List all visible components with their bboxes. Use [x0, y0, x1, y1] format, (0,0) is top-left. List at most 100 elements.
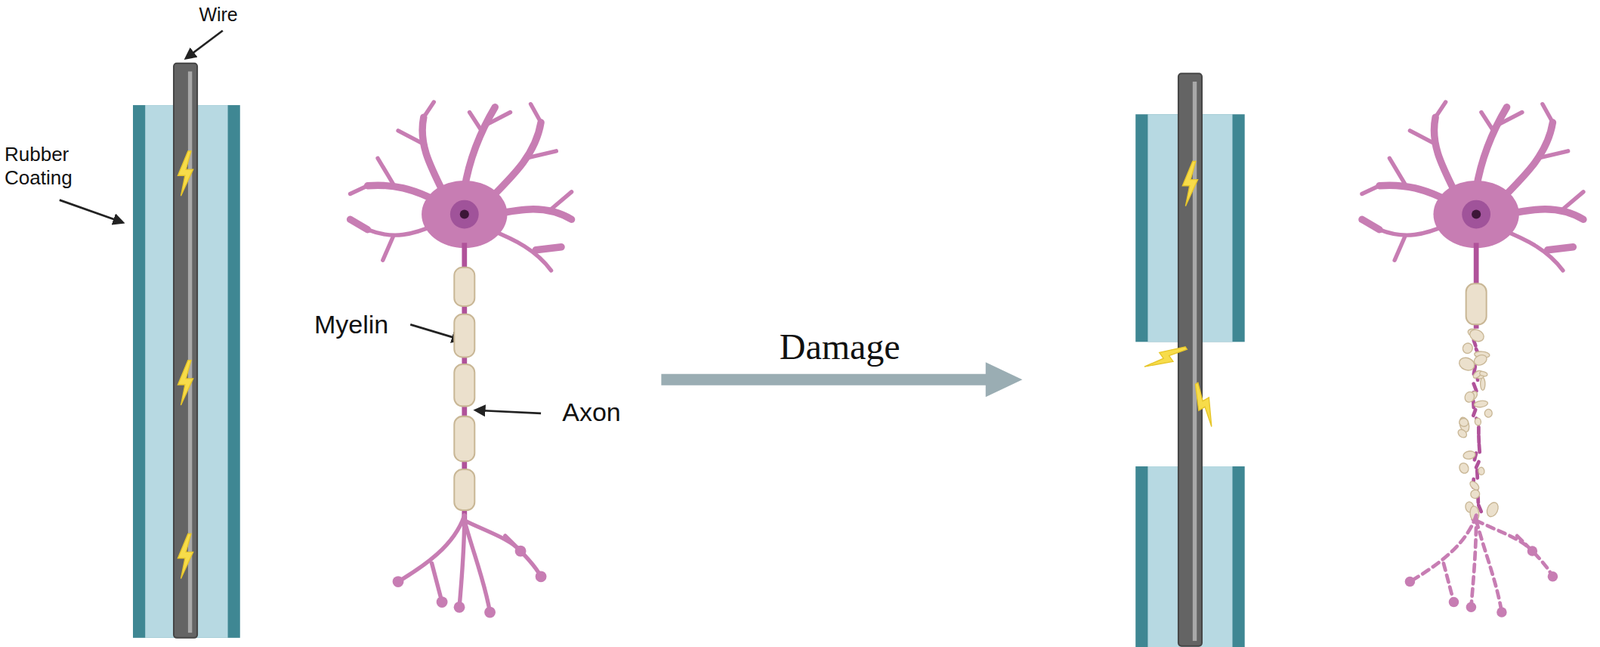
dendrite	[1547, 247, 1574, 251]
neurons	[350, 101, 1584, 618]
dendrite	[422, 117, 445, 194]
myelin-debris	[1461, 341, 1475, 356]
dendrite	[487, 112, 511, 125]
dendrite	[535, 247, 562, 251]
leader-line	[185, 30, 223, 59]
dendrite	[1476, 107, 1508, 189]
dendrite	[1362, 185, 1380, 195]
dendrite	[1362, 219, 1380, 230]
myelin-debris	[1457, 355, 1477, 372]
axon-fragment	[1476, 461, 1479, 468]
axon-fragment	[1477, 444, 1482, 452]
dendrite	[490, 122, 542, 199]
terminal-fragment	[1476, 520, 1533, 552]
myelin-segment	[454, 314, 475, 358]
dendrite	[1435, 101, 1446, 118]
dendrite	[1537, 151, 1569, 158]
myelin-segment	[454, 267, 475, 306]
dendrite	[1389, 157, 1405, 184]
terminal-bouton	[454, 601, 466, 613]
terminal-bouton	[515, 545, 527, 557]
axon-terminal	[398, 515, 465, 582]
dendrite	[1501, 122, 1554, 199]
spark-bolt	[1186, 381, 1223, 429]
terminal-fragment	[1409, 515, 1477, 582]
dendrite	[1394, 236, 1406, 260]
dendrite	[1542, 104, 1554, 123]
terminal-fragment	[1476, 520, 1502, 613]
axon-fragment	[1473, 409, 1476, 416]
dendrite	[531, 104, 542, 123]
healthy-neuron	[350, 101, 572, 618]
myelin-debris	[1480, 376, 1486, 390]
myelin-debris	[1479, 370, 1489, 377]
myelin-debris	[1472, 352, 1489, 367]
myelin-segment	[454, 364, 475, 406]
dendrite	[350, 185, 368, 195]
terminal-bouton	[484, 606, 496, 618]
arrow-label: Damage	[779, 324, 901, 369]
nucleus	[1461, 200, 1491, 229]
axon-terminal	[464, 520, 521, 552]
leader-line	[59, 200, 124, 223]
dendrite	[1562, 191, 1584, 210]
dendrite	[383, 236, 394, 260]
terminal-bouton	[1527, 545, 1539, 556]
axon-terminal	[464, 520, 491, 613]
myelin-debris	[1484, 408, 1493, 418]
axon-fragment	[1476, 426, 1481, 434]
arrow-shaft	[661, 373, 988, 386]
myelin-segment	[1466, 283, 1487, 325]
terminal-fragment	[1470, 515, 1477, 608]
terminal-bouton	[1466, 602, 1477, 613]
part-label: Wire	[198, 3, 238, 26]
dendrite	[464, 107, 496, 189]
leader-line	[475, 410, 541, 414]
intact-wire	[132, 63, 241, 638]
dendrite	[551, 191, 572, 210]
myelin-debris	[1457, 461, 1471, 475]
dendrite	[350, 219, 368, 230]
damage-arrow	[661, 361, 1023, 397]
myelin-debris	[1474, 417, 1483, 427]
myelin-debris	[1477, 466, 1485, 476]
dendrite	[1498, 112, 1523, 125]
dendrite	[525, 151, 557, 158]
myelin-debris	[1468, 479, 1481, 492]
terminal-fragment	[1516, 535, 1553, 577]
nucleolus	[1471, 209, 1481, 219]
cell-body	[1433, 180, 1519, 248]
damaged-wire	[1135, 73, 1245, 647]
myelin-debris	[1469, 488, 1481, 499]
axon-fragment	[1473, 383, 1477, 391]
current-bolt	[177, 151, 193, 196]
nucleus	[450, 200, 479, 229]
dendrite	[377, 157, 393, 184]
terminal-bouton	[1496, 606, 1508, 618]
part-label: Axon	[562, 396, 621, 428]
dendrite	[1481, 112, 1495, 133]
damaged-neuron	[1362, 101, 1584, 618]
myelin-debris	[1473, 399, 1489, 408]
myelin-segment	[454, 469, 475, 510]
current-bolt	[177, 360, 193, 405]
wire-core	[173, 63, 198, 638]
myelin-debris	[1463, 389, 1477, 404]
terminal-fragment	[1443, 562, 1455, 602]
dendrite	[1409, 130, 1434, 143]
spark-bolt	[1142, 338, 1189, 377]
axon-fragment	[1476, 435, 1481, 443]
current-bolt	[1182, 160, 1198, 206]
dendrite	[423, 101, 435, 118]
terminal-bouton	[1547, 571, 1559, 582]
cell-body	[421, 180, 507, 248]
terminal-bouton	[436, 596, 448, 608]
terminal-bouton	[392, 575, 405, 587]
axon-terminal	[432, 562, 443, 602]
wire-core	[1178, 73, 1202, 646]
part-label: Myelin	[314, 308, 389, 340]
myelin-debris	[1458, 416, 1470, 427]
terminal-bouton	[535, 570, 547, 582]
